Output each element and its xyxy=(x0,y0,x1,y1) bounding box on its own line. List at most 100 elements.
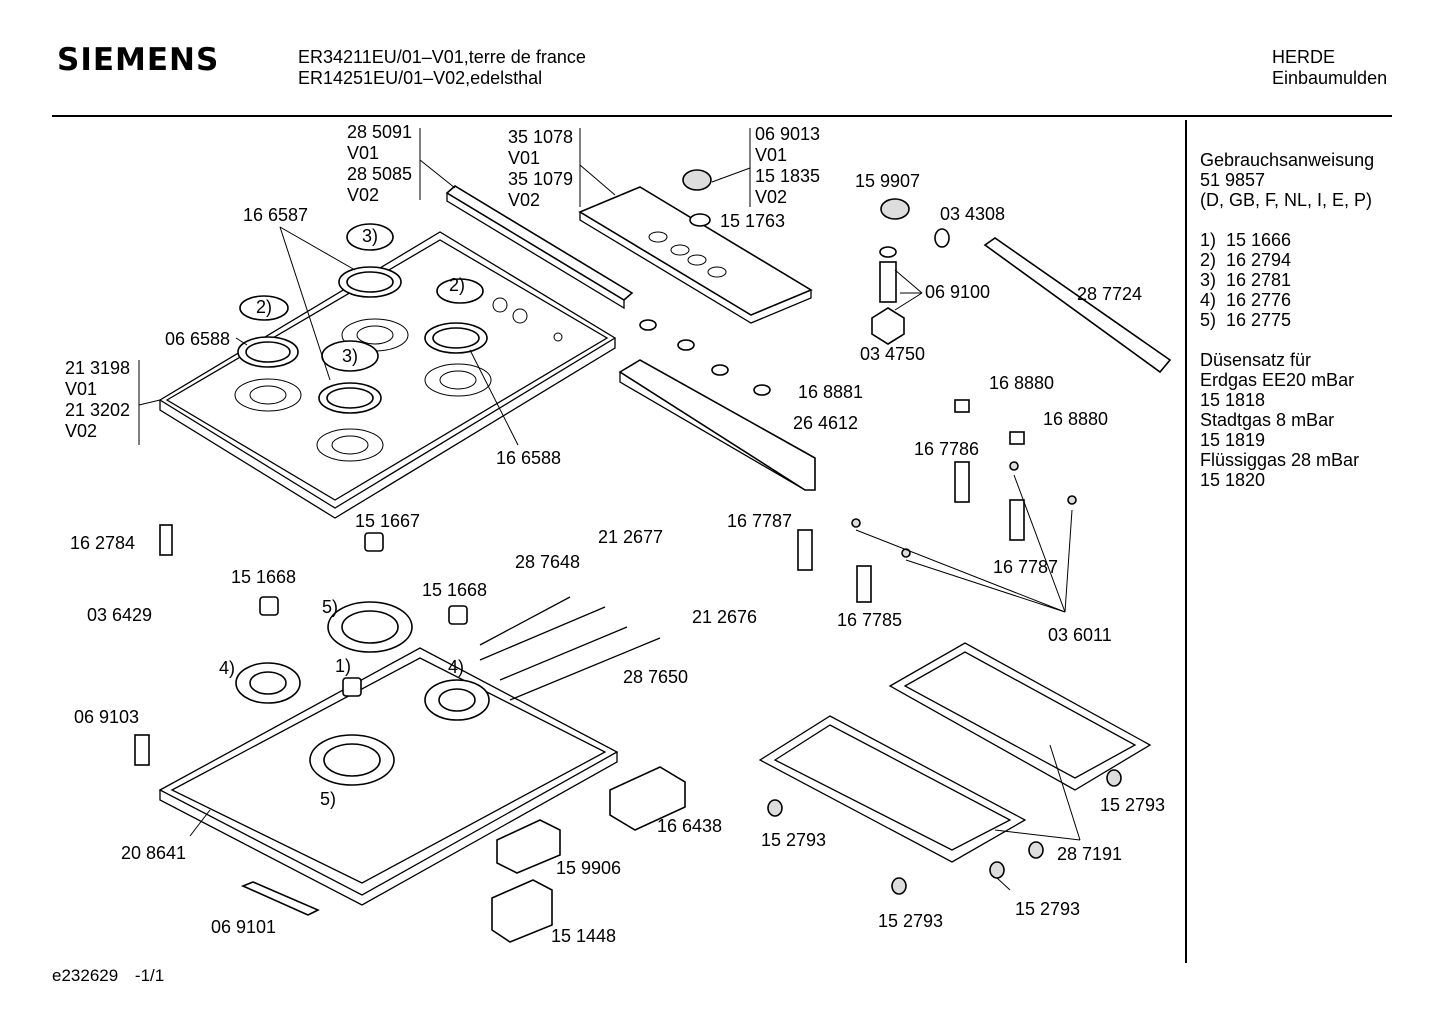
part-label: 15 2793 xyxy=(1015,899,1081,919)
part-label: 16 7785 xyxy=(837,610,903,630)
gas-valves xyxy=(797,399,1077,603)
part-label: 15 2793 xyxy=(761,830,827,850)
part-label: 06 9013 xyxy=(755,124,821,144)
legend-item: 3) 16 2781 xyxy=(1200,270,1292,290)
part-label: 21 3198 xyxy=(65,358,131,378)
nozzle-part: 15 1819 xyxy=(1200,430,1266,450)
rear-strip xyxy=(445,185,634,310)
gas-supply xyxy=(871,198,1172,374)
part-label: 03 4750 xyxy=(860,344,926,364)
bottom-tray xyxy=(158,647,619,906)
callout-number: 4) xyxy=(448,657,465,677)
part-label: 20 8641 xyxy=(121,843,187,863)
part-label: 21 3202 xyxy=(65,400,131,420)
header-divider xyxy=(52,115,1392,117)
part-label: 28 7191 xyxy=(1057,844,1123,864)
part-label: 06 9100 xyxy=(925,282,991,302)
part-label: 03 6011 xyxy=(1048,625,1112,645)
part-label: 15 1835 xyxy=(755,166,821,186)
knob xyxy=(682,169,712,227)
part-label: 35 1078 xyxy=(508,127,574,147)
category-line-2: Einbaumulden xyxy=(1272,68,1388,88)
part-label: 16 8880 xyxy=(1043,409,1109,429)
nozzle-title: Düsensatz für xyxy=(1200,350,1312,370)
burner-parts-top xyxy=(237,223,488,414)
part-label: 06 9101 xyxy=(211,917,277,937)
part-label: 03 4308 xyxy=(940,204,1006,224)
part-label: 15 2793 xyxy=(1100,795,1166,815)
part-label: 15 9907 xyxy=(855,171,921,191)
callout-number: 5) xyxy=(320,789,337,809)
sidebar: Gebrauchsanweisung 51 9857 (D, GB, F, NL… xyxy=(1200,150,1374,490)
part-label: 16 7787 xyxy=(727,511,793,531)
nozzle-part: 15 1818 xyxy=(1200,390,1266,410)
part-label: 15 2793 xyxy=(878,911,944,931)
thermocouple-pipes xyxy=(479,596,661,701)
nozzle-part: 15 1820 xyxy=(1200,470,1266,490)
small-parts xyxy=(134,524,686,943)
pan-grates xyxy=(758,642,1152,863)
legend-item: 5) 16 2775 xyxy=(1200,310,1292,330)
part-label: 16 7787 xyxy=(993,557,1059,577)
part-label: 28 5085 xyxy=(347,164,413,184)
part-label: 15 1667 xyxy=(355,511,421,531)
rubber-feet xyxy=(767,769,1122,895)
part-label: 28 5091 xyxy=(347,122,413,142)
manual-languages: (D, GB, F, NL, I, E, P) xyxy=(1200,190,1373,210)
part-label: V02 xyxy=(347,185,380,205)
part-label: 15 1668 xyxy=(422,580,488,600)
part-label: 15 9906 xyxy=(556,858,622,878)
part-label: 28 7650 xyxy=(623,667,689,687)
part-label: V01 xyxy=(65,379,98,399)
legend-item: 1) 15 1666 xyxy=(1200,230,1292,250)
switch-rail xyxy=(618,319,816,491)
sidebar-divider xyxy=(1185,120,1187,963)
part-label: 16 6587 xyxy=(243,205,309,225)
part-label: 06 9103 xyxy=(74,707,140,727)
category-line-1: HERDE xyxy=(1272,47,1336,67)
footer: e232629 -1/1 xyxy=(52,966,164,986)
manual-title: Gebrauchsanweisung xyxy=(1200,150,1375,170)
callout-number: 3) xyxy=(362,226,379,246)
doc-id: e232629 xyxy=(52,966,119,985)
part-label: V01 xyxy=(508,148,541,168)
nozzle-gas: Stadtgas 8 mBar xyxy=(1200,410,1335,430)
model-line-1: ER34211EU/01–V01,terre de france xyxy=(298,47,586,67)
control-panel xyxy=(578,186,813,324)
callout-number: 1) xyxy=(335,656,352,676)
callout-number: 2) xyxy=(256,297,273,317)
part-label: V02 xyxy=(755,187,788,207)
part-label: 35 1079 xyxy=(508,169,574,189)
part-label: 03 6429 xyxy=(87,605,153,625)
legend-item: 2) 16 2794 xyxy=(1200,250,1292,270)
part-label: V01 xyxy=(755,145,788,165)
leader-lines xyxy=(138,128,1081,891)
brand-logo: SIEMENS xyxy=(57,42,220,78)
part-label: 16 8880 xyxy=(989,373,1055,393)
part-label: 16 6438 xyxy=(657,816,723,836)
part-label: V02 xyxy=(508,190,541,210)
part-label: 15 1448 xyxy=(551,926,617,946)
legend-item: 4) 16 2776 xyxy=(1200,290,1292,310)
nozzle-gas: Erdgas EE20 mBar xyxy=(1200,370,1355,390)
part-label: 21 2676 xyxy=(692,607,758,627)
part-label: 16 7786 xyxy=(914,439,980,459)
callout-number: 5) xyxy=(322,597,339,617)
callout-number: 2) xyxy=(449,275,466,295)
bottom-burners xyxy=(235,532,490,786)
part-label: 16 6588 xyxy=(496,448,562,468)
part-label: 16 2784 xyxy=(70,533,136,553)
part-label: V01 xyxy=(347,143,380,163)
callout-number: 4) xyxy=(219,658,236,678)
part-label: 21 2677 xyxy=(598,527,664,547)
nozzle-gas: Flüssiggas 28 mBar xyxy=(1200,450,1360,470)
model-line-2: ER14251EU/01–V02,edelsthal xyxy=(298,68,543,88)
callout-number: 3) xyxy=(342,346,359,366)
part-label: 15 1668 xyxy=(231,567,297,587)
part-label: 16 8881 xyxy=(798,382,864,402)
manual-number: 51 9857 xyxy=(1200,170,1266,190)
part-label: 26 4612 xyxy=(793,413,859,433)
part-label: V02 xyxy=(65,421,98,441)
part-label: 28 7724 xyxy=(1077,284,1143,304)
